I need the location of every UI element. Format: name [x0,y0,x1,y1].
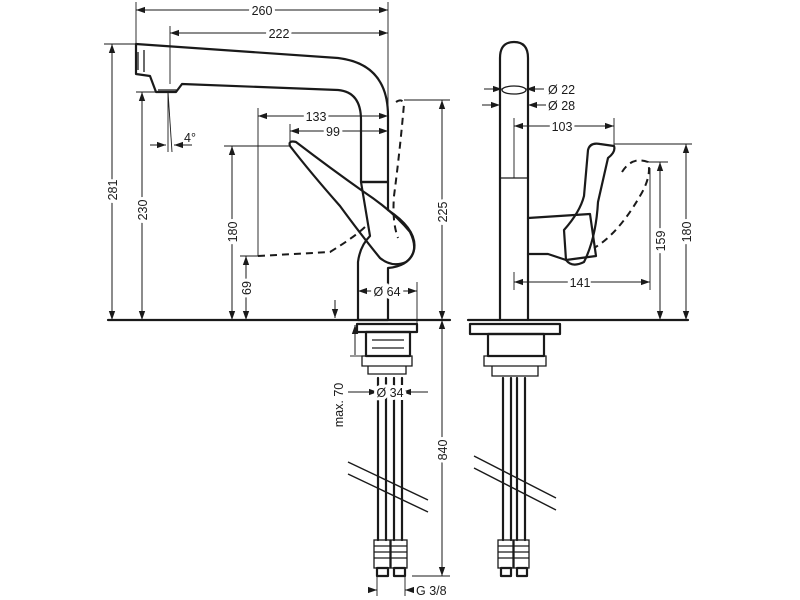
dimension-lines-front [104,2,450,596]
label-141: 141 [570,276,591,290]
label-281: 281 [106,180,120,201]
label-159: 159 [654,231,668,252]
lever-handle [288,140,416,266]
supply-hoses [376,376,404,542]
label-180-side: 180 [680,222,694,243]
lever-side-alt-position [593,159,650,249]
label-103: 103 [552,120,573,134]
spout-outline [134,42,390,184]
label-133: 133 [306,110,327,124]
lever-alt-position-up [392,99,406,239]
mounting-nut-side [483,355,547,377]
label-max70: max. 70 [332,383,346,428]
label-225: 225 [436,202,450,223]
lever-housing [526,212,598,262]
lever-handle-side [562,142,616,266]
label-222: 222 [269,27,290,41]
mounting-flange-side [486,332,546,358]
label-230: 230 [136,200,150,221]
hose-fittings-side [497,539,530,578]
label-angle-4: 4° [184,131,196,145]
mounting-plate [355,322,419,334]
mounting-thread [372,339,404,349]
mounting-plate-side [468,322,562,336]
supply-hoses-side [501,376,527,542]
dimension-labels: 260 222 133 99 4° 281 230 180 69 225 Ø 6… [103,1,697,598]
label-dia22: Ø 22 [548,83,575,97]
label-thread: G 3/8 [416,584,447,598]
dimension-lines-side [482,85,692,320]
aerator-ring [501,85,527,95]
mounting-flange [364,330,412,358]
label-dia28: Ø 28 [548,99,575,113]
hose-fittings [373,539,408,578]
label-69: 69 [240,281,254,295]
mounting-nut [361,355,413,375]
label-180-front: 180 [226,222,240,243]
break-mark-front [347,461,429,513]
spout-tip-aerator [137,50,178,91]
spout-head [498,40,530,94]
label-840: 840 [436,440,450,461]
side-view [466,40,690,578]
label-99: 99 [326,125,340,139]
label-260: 260 [252,4,273,18]
lever-alt-position-low [257,225,367,257]
label-dia34: Ø 34 [376,386,403,400]
break-mark-side [473,455,557,511]
front-view [106,42,452,578]
faucet-body [356,180,416,322]
label-dia64: Ø 64 [373,285,400,299]
